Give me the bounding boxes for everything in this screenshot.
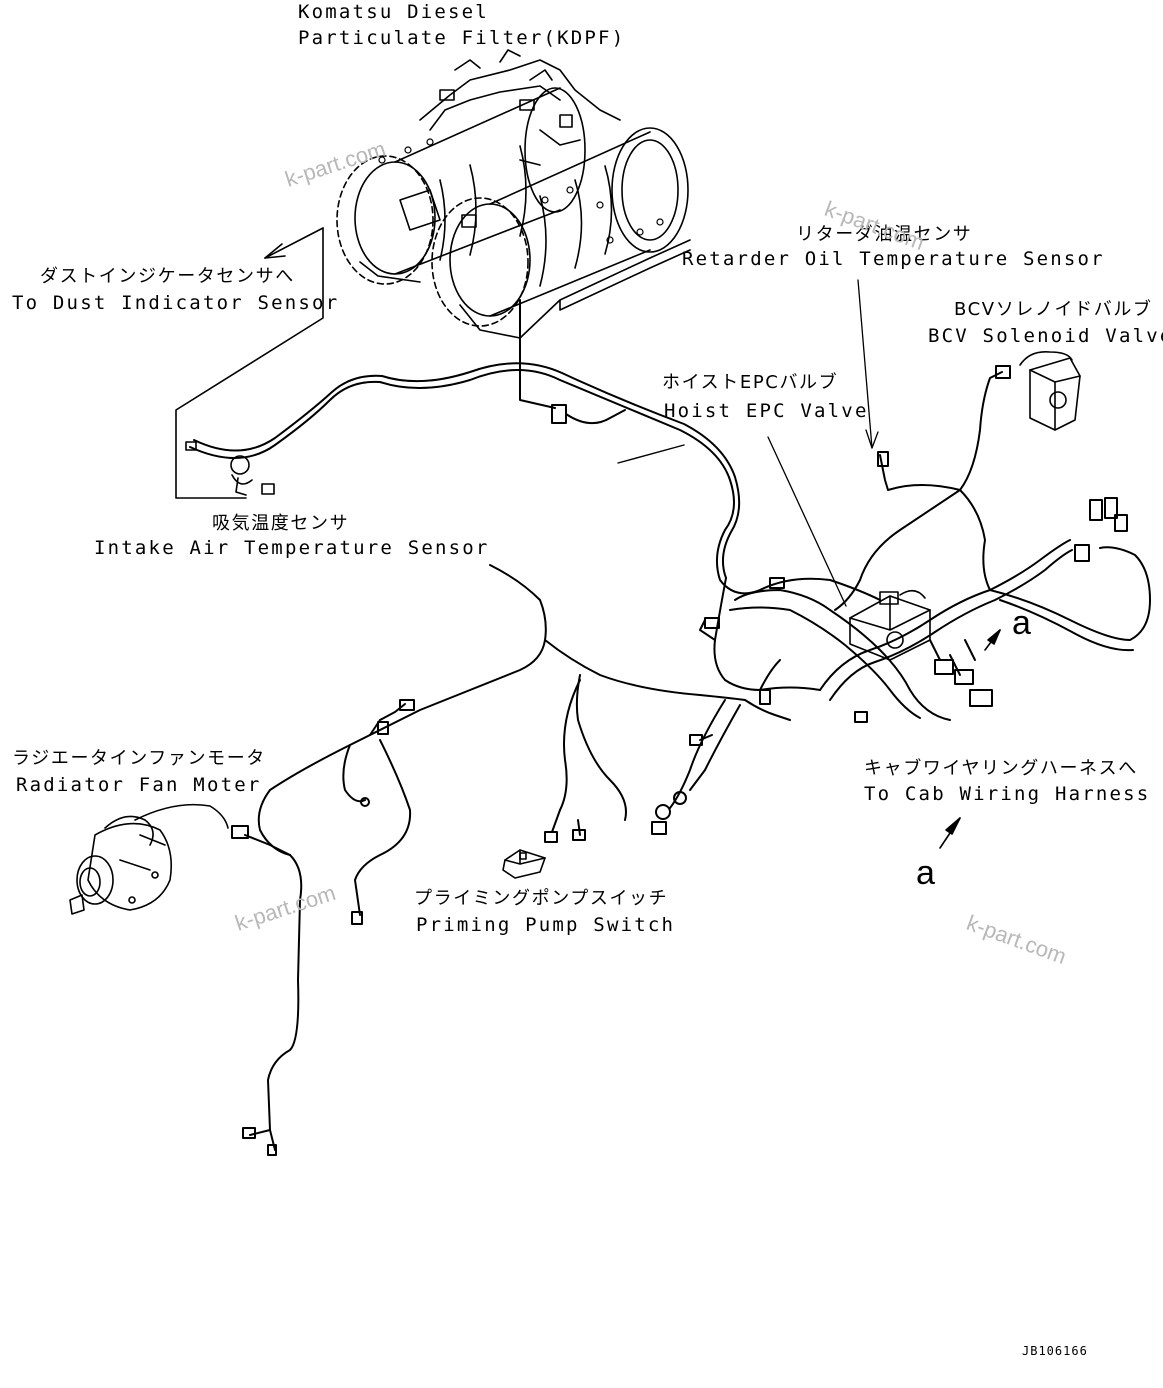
main-harness [189, 299, 1151, 1156]
view-a-marker-large: a [916, 854, 935, 892]
bcv-valve-label-en: BCV Solenoid Valve [928, 325, 1163, 347]
intake-sensor-label-en: Intake Air Temperature Sensor [94, 537, 490, 559]
drawing-code: JB106166 [1022, 1344, 1088, 1358]
hoist-epc-valve [849, 589, 931, 661]
kdpf-assembly [336, 49, 691, 339]
kdpf-label-line2: Particulate Filter(KDPF) [298, 27, 626, 49]
priming-switch-label-en: Priming Pump Switch [416, 914, 676, 936]
bcv-solenoid-valve [1019, 350, 1081, 431]
hoist-epc-label-jp: ホイストEPCバルブ [662, 372, 839, 393]
priming-switch-label-jp: プライミングポンプスイッチ [414, 888, 669, 909]
dust-indicator-label-en: To Dust Indicator Sensor [12, 292, 340, 314]
radiator-fan-label-jp: ラジエータインファンモータ [12, 748, 266, 769]
kdpf-label-line1: Komatsu Diesel [298, 1, 489, 23]
intake-sensor-label-jp: 吸気温度センサ [212, 513, 350, 534]
radiator-fan-label-en: Radiator Fan Moter [16, 774, 262, 796]
radiator-fan-motor [69, 803, 229, 915]
view-a-marker-small: a [1012, 604, 1031, 642]
dust-indicator-leader [175, 227, 324, 499]
priming-pump-switch [502, 849, 546, 879]
dust-indicator-label-jp: ダストインジケータセンサへ [40, 266, 295, 287]
cab-harness-label-en: To Cab Wiring Harness [864, 783, 1151, 805]
bcv-valve-label-jp: BCVソレノイドバルブ [954, 299, 1153, 320]
cab-harness-label-jp: キャブワイヤリングハーネスへ [864, 758, 1138, 779]
hoist-epc-label-en: Hoist EPC Valve [664, 400, 869, 422]
view-a-arrow-small [984, 629, 1001, 651]
intake-air-sensor [185, 441, 275, 496]
retarder-sensor-label-jp: リターダ油温センサ [796, 224, 973, 245]
retarder-sensor-label-en: Retarder Oil Temperature Sensor [682, 248, 1105, 270]
cab-harness-arrow [939, 817, 961, 849]
